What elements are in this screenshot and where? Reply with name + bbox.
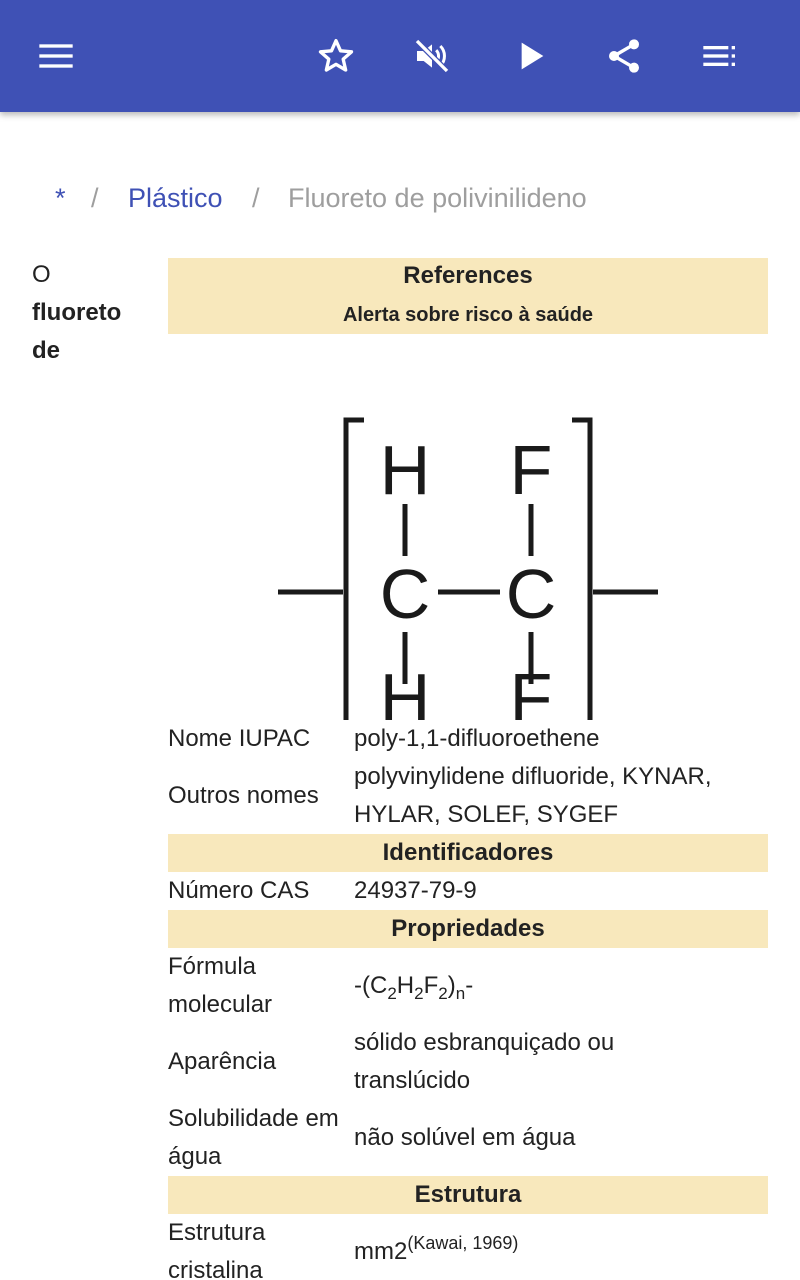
atom-label: F <box>510 659 553 720</box>
breadcrumb-home-link[interactable]: * <box>55 183 66 213</box>
crystal-value: mm2 <box>354 1238 408 1265</box>
row-key: Outros nomes <box>168 782 319 809</box>
value-line: HYLAR, SOLEF, SYGEF <box>354 801 619 828</box>
row-value: 24937-79-9 <box>354 877 477 904</box>
structure-svg: H F C C H F n <box>278 417 658 720</box>
formula-part: -(C <box>354 972 388 999</box>
key-line: água <box>168 1143 222 1170</box>
infobox-row-iupac: Nome IUPAC poly-1,1-difluoroethene <box>168 720 768 758</box>
infobox-title: References <box>168 258 768 296</box>
right-bracket <box>572 417 593 720</box>
share-button[interactable] <box>596 28 652 84</box>
intro-bold-word: fluoreto <box>32 299 122 326</box>
formula-part: H <box>396 972 415 999</box>
intro-bold-word: de <box>32 337 61 364</box>
atom-label: H <box>380 431 431 509</box>
star-outline-icon <box>318 39 354 72</box>
molecular-formula: -(C2H2F2)n- <box>354 967 768 1005</box>
value-line: translúcido <box>354 1067 471 1094</box>
value-line: polyvinylidene difluoride, KYNAR, <box>354 763 712 790</box>
app-bar <box>0 0 800 112</box>
row-key: Aparência <box>168 1048 277 1075</box>
playlist-button[interactable] <box>692 28 748 84</box>
row-key: Nome IUPAC <box>168 725 311 752</box>
playlist-icon <box>703 46 735 66</box>
row-key: Fórmula molecular <box>168 948 354 1024</box>
value-line: sólido esbranquiçado ou <box>354 1029 615 1056</box>
reference-link[interactable]: (Kawai, 1969) <box>407 1233 519 1253</box>
mute-button[interactable] <box>404 28 460 84</box>
infobox-row-other-names: Outros nomes polyvinylidene difluoride, … <box>168 758 768 834</box>
row-value: poly-1,1-difluoroethene <box>354 725 600 752</box>
infobox-row-cas: Número CAS 24937-79-9 <box>168 872 768 910</box>
row-value: sólido esbranquiçado ou translúcido <box>354 1024 768 1100</box>
row-key: Número CAS <box>168 877 310 904</box>
formula-subscript: 2 <box>387 984 397 1003</box>
article-intro: O fluoreto de <box>32 256 152 370</box>
infobox-subtitle: Alerta sobre risco à saúde <box>168 296 768 334</box>
left-bracket <box>343 417 364 720</box>
formula-part: - <box>465 972 474 999</box>
intro-word: O <box>32 261 51 288</box>
share-icon <box>609 39 639 73</box>
formula-subscript: 2 <box>414 984 424 1003</box>
formula-subscript: n <box>455 984 466 1003</box>
menu-button[interactable] <box>28 28 84 84</box>
breadcrumb-separator: / <box>91 183 99 213</box>
formula-subscript: 2 <box>438 984 448 1003</box>
repeat-subscript: n <box>612 709 640 720</box>
infobox: References Alerta sobre risco à saúde H … <box>168 258 768 1280</box>
atom-label: C <box>380 555 431 633</box>
section-header-structure: Estrutura <box>168 1176 768 1214</box>
row-value: polyvinylidene difluoride, KYNAR, HYLAR,… <box>354 758 768 834</box>
row-key: Solubilidade em água <box>168 1100 354 1176</box>
breadcrumb-current: Fluoreto de polivinilideno <box>288 183 587 213</box>
atom-label: F <box>510 431 553 509</box>
infobox-row-appearance: Aparência sólido esbranquiçado ou transl… <box>168 1024 768 1100</box>
key-line: Fórmula <box>168 953 257 980</box>
chemical-structure-diagram: H F C C H F n <box>168 334 768 720</box>
volume-off-icon <box>414 38 450 74</box>
section-header-identifiers: Identificadores <box>168 834 768 872</box>
infobox-row-solubility: Solubilidade em água não solúvel em água <box>168 1100 768 1176</box>
breadcrumb: * / Plástico / Fluoreto de poliviniliden… <box>0 176 800 220</box>
row-value: não solúvel em água <box>354 1124 576 1151</box>
key-line: Solubilidade em <box>168 1105 339 1132</box>
breadcrumb-category-link[interactable]: Plástico <box>128 183 223 213</box>
section-header-properties: Propriedades <box>168 910 768 948</box>
key-line: Estrutura <box>168 1219 266 1246</box>
formula-part: F <box>423 972 439 999</box>
play-button[interactable] <box>502 28 558 84</box>
breadcrumb-separator: / <box>252 183 260 213</box>
key-line: cristalina <box>168 1257 263 1280</box>
formula-part: ) <box>447 972 456 999</box>
atom-label: C <box>506 555 557 633</box>
row-value: mm2(Kawai, 1969) <box>354 1233 768 1271</box>
favorite-button[interactable] <box>308 28 364 84</box>
infobox-row-formula: Fórmula molecular -(C2H2F2)n- <box>168 948 768 1024</box>
atom-label: H <box>380 659 431 720</box>
row-key: Estrutura cristalina <box>168 1214 354 1280</box>
key-line: molecular <box>168 991 273 1018</box>
play-icon <box>521 42 544 70</box>
hamburger-menu-icon <box>39 44 73 68</box>
infobox-row-crystal: Estrutura cristalina mm2(Kawai, 1969) <box>168 1214 768 1280</box>
